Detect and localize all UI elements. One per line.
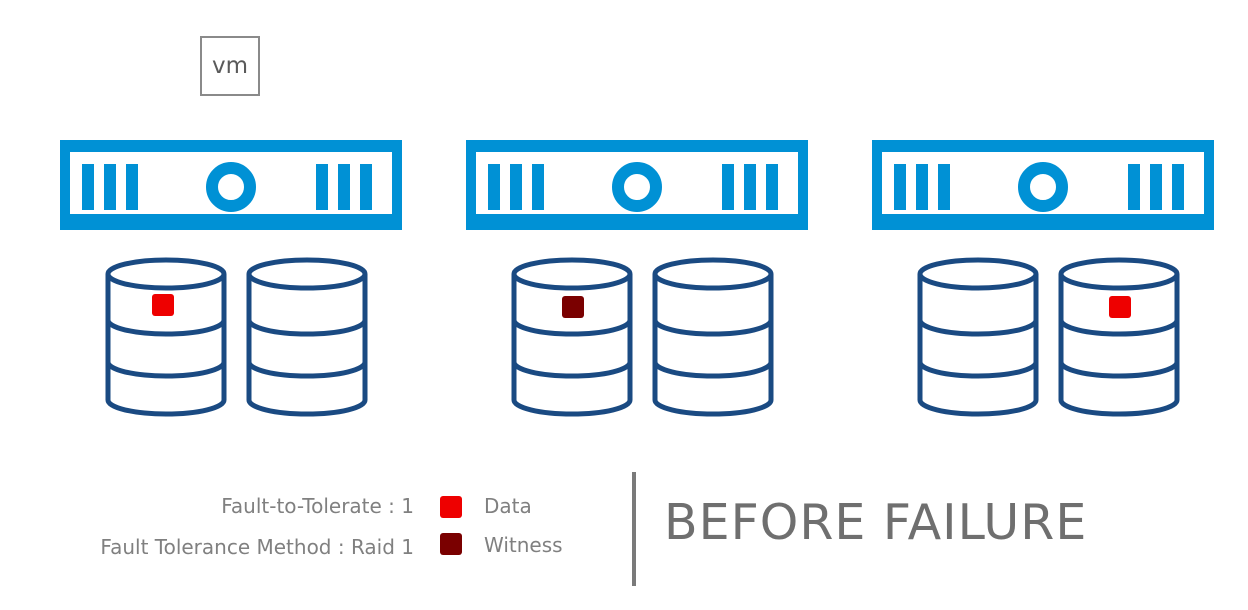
legend-witness-label: Witness bbox=[484, 533, 563, 557]
server-icon bbox=[872, 140, 1214, 230]
server-icon bbox=[466, 140, 808, 230]
divider bbox=[632, 472, 636, 586]
disk-icon-2 bbox=[246, 257, 368, 417]
witness-component bbox=[562, 296, 584, 318]
disk-icon-1 bbox=[511, 257, 633, 417]
host-3 bbox=[872, 140, 1214, 450]
state-title: BEFORE FAILURE bbox=[664, 494, 1088, 551]
data-component bbox=[1109, 296, 1131, 318]
host-1 bbox=[60, 140, 402, 450]
legend-data-label: Data bbox=[484, 494, 532, 518]
data-component bbox=[152, 294, 174, 316]
disk-icon-1 bbox=[105, 257, 227, 417]
legend-witness-swatch bbox=[440, 533, 462, 555]
host-2 bbox=[466, 140, 808, 450]
vm-box: vm bbox=[200, 36, 260, 96]
vm-label: vm bbox=[211, 53, 249, 79]
legend-data-swatch bbox=[440, 496, 462, 518]
ftm-setting: Fault Tolerance Method : Raid 1 bbox=[100, 535, 414, 559]
disk-icon-2 bbox=[1058, 257, 1180, 417]
disk-icon-1 bbox=[917, 257, 1039, 417]
disk-icon-2 bbox=[652, 257, 774, 417]
ftt-setting: Fault-to-Tolerate : 1 bbox=[221, 494, 414, 518]
server-icon bbox=[60, 140, 402, 230]
